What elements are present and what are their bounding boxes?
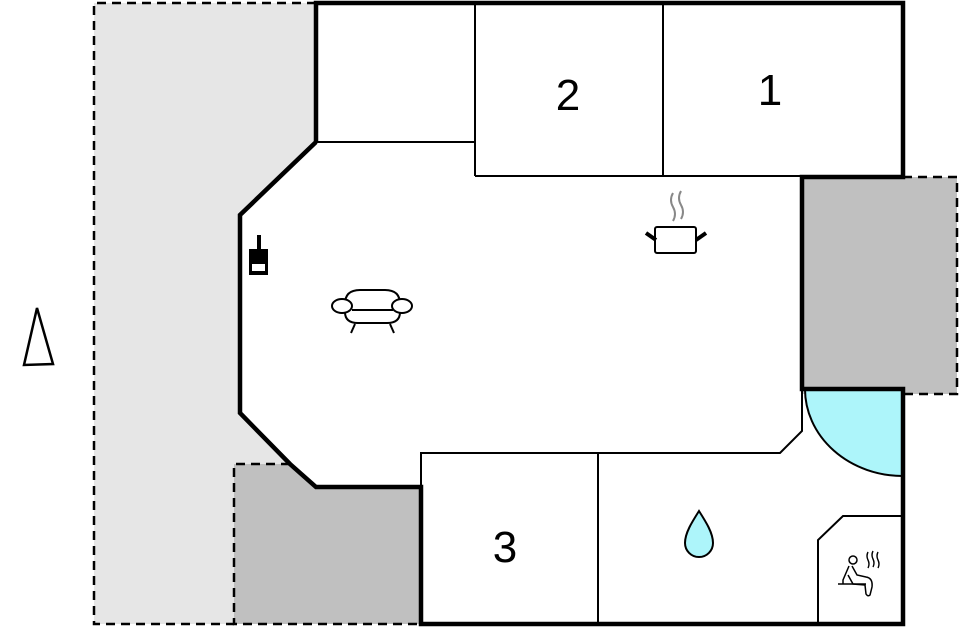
exterior-walls <box>237 0 906 627</box>
water-drop-icon <box>683 509 715 558</box>
room-label-1: 1 <box>758 66 782 115</box>
room-label-2: 2 <box>556 71 580 120</box>
sauna-icon <box>838 555 873 597</box>
terrace-bottom-left <box>232 462 421 626</box>
whirlpool <box>803 388 904 478</box>
whirlpool-icon <box>866 550 880 569</box>
interior-walls <box>316 3 903 624</box>
sofa-icon <box>331 289 413 334</box>
north-arrow-icon <box>22 307 55 367</box>
cooking-pot-icon <box>644 190 708 254</box>
terrace-right <box>802 175 959 396</box>
room-label-3: 3 <box>493 523 517 572</box>
fireplace-icon <box>249 235 268 275</box>
